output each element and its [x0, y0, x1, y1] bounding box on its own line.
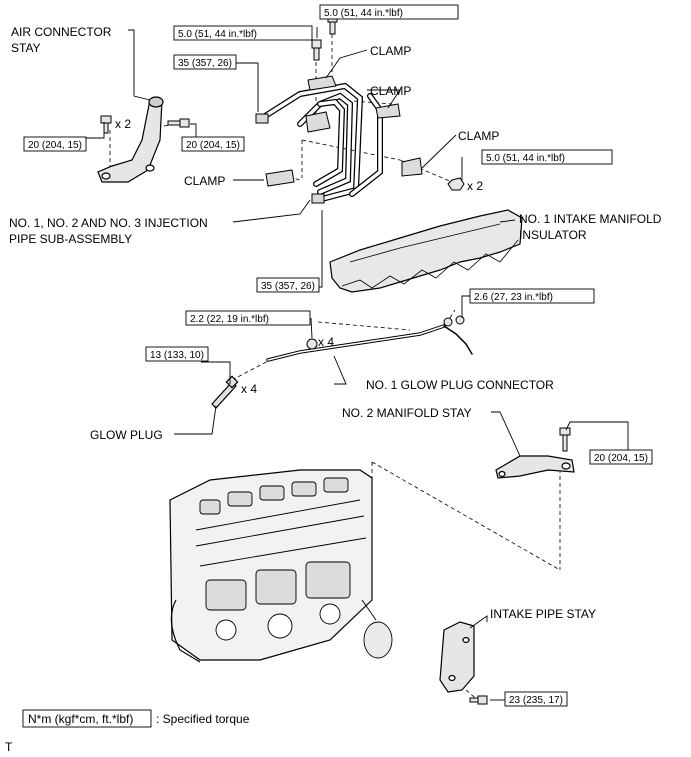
torque-value: 5.0 (51, 44 in.*lbf) [178, 29, 257, 40]
torque-box: 20 (204, 15) [181, 136, 245, 152]
engine-details [195, 477, 393, 659]
torque-value: 2.2 (22, 19 in.*lbf) [190, 314, 269, 325]
pipe-fitting-icon [255, 113, 325, 204]
bolt-icon [559, 427, 571, 452]
injection-pipe-sub-assembly [259, 82, 383, 203]
nut-icon [306, 315, 465, 350]
label-air-connector-stay: STAY [11, 41, 41, 55]
torque-box: 2.6 (27, 23 in.*lbf) [469, 288, 595, 304]
quantity-label: x 2 [467, 179, 483, 193]
torque-value: 35 (357, 26) [261, 281, 315, 292]
nut-icon [447, 177, 465, 191]
quantity-label: x 4 [318, 335, 334, 349]
torque-box: 5.0 (51, 44 in.*lbf) [319, 4, 459, 20]
glow-plug [211, 375, 239, 409]
torque-value: 5.0 (51, 44 in.*lbf) [324, 8, 403, 19]
torque-box: 35 (357, 26) [173, 54, 237, 70]
torque-box: 2.2 (22, 19 in.*lbf) [185, 310, 311, 326]
bolt-icon [469, 695, 488, 705]
torque-value: 2.6 (27, 23 in.*lbf) [474, 292, 553, 303]
glow-plug-connector [266, 324, 473, 362]
label-manifold-stay-2: NO. 2 MANIFOLD STAY [342, 406, 472, 420]
clamp-icon [265, 75, 423, 187]
bolt-icon [100, 115, 112, 134]
legend-description: : Specified torque [156, 712, 250, 726]
torque-value: 20 (204, 15) [186, 140, 240, 151]
label-intake-pipe-stay: INTAKE PIPE STAY [490, 607, 596, 621]
quantity-label: x 4 [241, 382, 257, 396]
label-clamp: CLAMP [370, 84, 411, 98]
torque-box: 23 (235, 17) [504, 691, 568, 707]
torque-value: 23 (235, 17) [509, 695, 563, 706]
torque-box: 13 (133, 10) [145, 346, 209, 362]
manifold-stay-2 [495, 455, 575, 479]
torque-value: 20 (204, 15) [28, 140, 82, 151]
air-connector-stay [97, 96, 164, 183]
label-injection-pipe: NO. 1, NO. 2 AND NO. 3 INJECTION [9, 216, 208, 230]
torque-legend: N*m (kgf*cm, ft.*lbf) : Specified torque [22, 709, 250, 728]
label-clamp: CLAMP [184, 174, 225, 188]
label-clamp: CLAMP [458, 129, 499, 143]
torque-box: 5.0 (51, 44 in.*lbf) [481, 149, 613, 165]
torque-box: 20 (204, 15) [23, 136, 87, 152]
label-glow-plug: GLOW PLUG [90, 428, 163, 442]
torque-value: 13 (133, 10) [150, 350, 204, 361]
torque-value: 20 (204, 15) [594, 453, 648, 464]
intake-manifold-insulator [329, 209, 523, 293]
label-air-connector-stay: AIR CONNECTOR [11, 25, 112, 39]
label-intake-manifold-insulator: NO. 1 INTAKE MANIFOLD [519, 212, 662, 226]
label-clamp: CLAMP [370, 44, 411, 58]
quantity-label: x 2 [115, 117, 131, 131]
torque-value: 5.0 (51, 44 in.*lbf) [486, 153, 565, 164]
label-glow-plug-connector: NO. 1 GLOW PLUG CONNECTOR [366, 378, 554, 392]
footer-code: T [5, 740, 13, 754]
torque-box: 5.0 (51, 44 in.*lbf) [173, 25, 313, 41]
torque-box: 20 (204, 15) [589, 449, 653, 465]
torque-box: 35 (357, 26) [256, 277, 320, 293]
bolt-icon [167, 118, 190, 128]
legend-units: N*m (kgf*cm, ft.*lbf) [28, 712, 133, 726]
intake-pipe-stay [439, 621, 475, 693]
label-injection-pipe: PIPE SUB-ASSEMBLY [9, 232, 132, 246]
label-intake-manifold-insulator: INSULATOR [519, 228, 587, 242]
torque-value: 35 (357, 26) [178, 58, 232, 69]
bolt-icon [311, 13, 338, 61]
